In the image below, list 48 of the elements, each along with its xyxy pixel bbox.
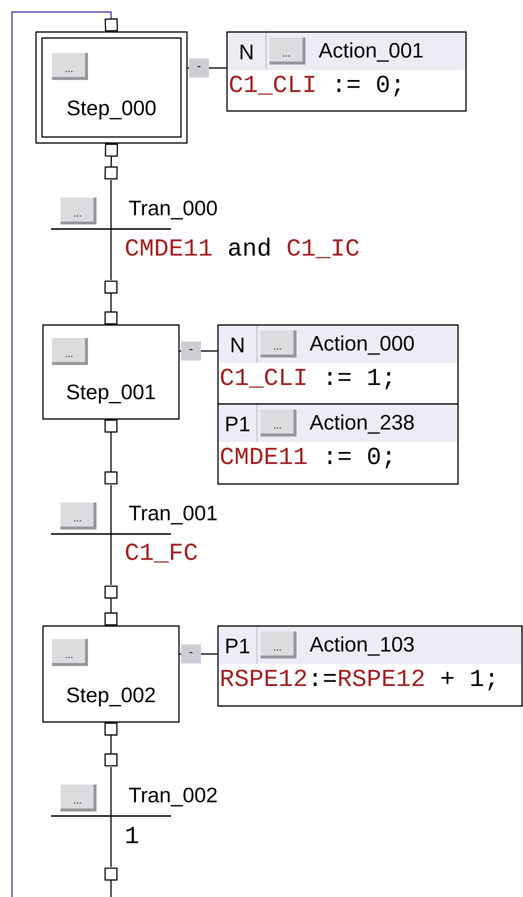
action-name: Action_001 <box>318 42 423 62</box>
ellipsis-button: ... <box>260 410 296 436</box>
connector-line <box>104 868 118 897</box>
transition-name: Tran_001 <box>129 506 217 524</box>
code-line: RSPE12:=RSPE12 + 1; <box>222 670 494 690</box>
ellipsis-button: ... <box>60 198 96 224</box>
action-qualifier: P1 <box>226 638 250 654</box>
connector-line <box>104 420 118 484</box>
step-name: Step_001 <box>67 384 155 404</box>
transition-name: Tran_000 <box>129 200 217 220</box>
collapse-button: - <box>189 58 209 78</box>
connector-line <box>104 144 118 180</box>
action-qualifier: P1 <box>226 416 250 432</box>
connector-line <box>104 722 118 766</box>
ellipsis-button: ... <box>60 502 96 530</box>
action-box <box>217 625 523 707</box>
ellipsis-button: ... <box>52 53 88 80</box>
ellipsis-button: ... <box>52 639 88 666</box>
action-name: Action_000 <box>310 335 414 355</box>
action-qualifier: N <box>240 44 252 60</box>
connector-line <box>11 11 118 897</box>
action-box <box>217 403 459 485</box>
ellipsis-button: ... <box>270 38 306 64</box>
transition-name: Tran_002 <box>129 788 217 806</box>
code-line: C1_CLI := 1; <box>220 368 391 390</box>
collapse-button: - <box>181 644 201 664</box>
step-name: Step_000 <box>68 100 156 120</box>
transition-condition: CMDE11 and C1_IC <box>126 238 359 258</box>
action-name: Action_103 <box>310 636 414 656</box>
transition-condition: 1 <box>126 826 138 844</box>
ellipsis-button: ... <box>52 338 88 365</box>
action-box <box>217 324 459 405</box>
action-qualifier: N <box>232 338 244 352</box>
ellipsis-button: ... <box>260 632 296 658</box>
connector-line <box>104 586 118 626</box>
code-line: C1_CLI := 0; <box>230 76 400 96</box>
action-box <box>226 31 467 112</box>
connector-line <box>104 280 118 324</box>
code-line: CMDE11 := 0; <box>220 448 391 468</box>
ellipsis-button: ... <box>60 784 96 812</box>
connector-line <box>180 350 218 352</box>
connector-line <box>188 67 226 69</box>
ellipsis-button: ... <box>260 330 296 358</box>
connector-line <box>180 653 218 655</box>
step-name: Step_002 <box>67 688 155 707</box>
action-name: Action_238 <box>310 414 414 434</box>
collapse-button: - <box>181 342 201 360</box>
transition-condition: C1_FC <box>126 544 198 563</box>
